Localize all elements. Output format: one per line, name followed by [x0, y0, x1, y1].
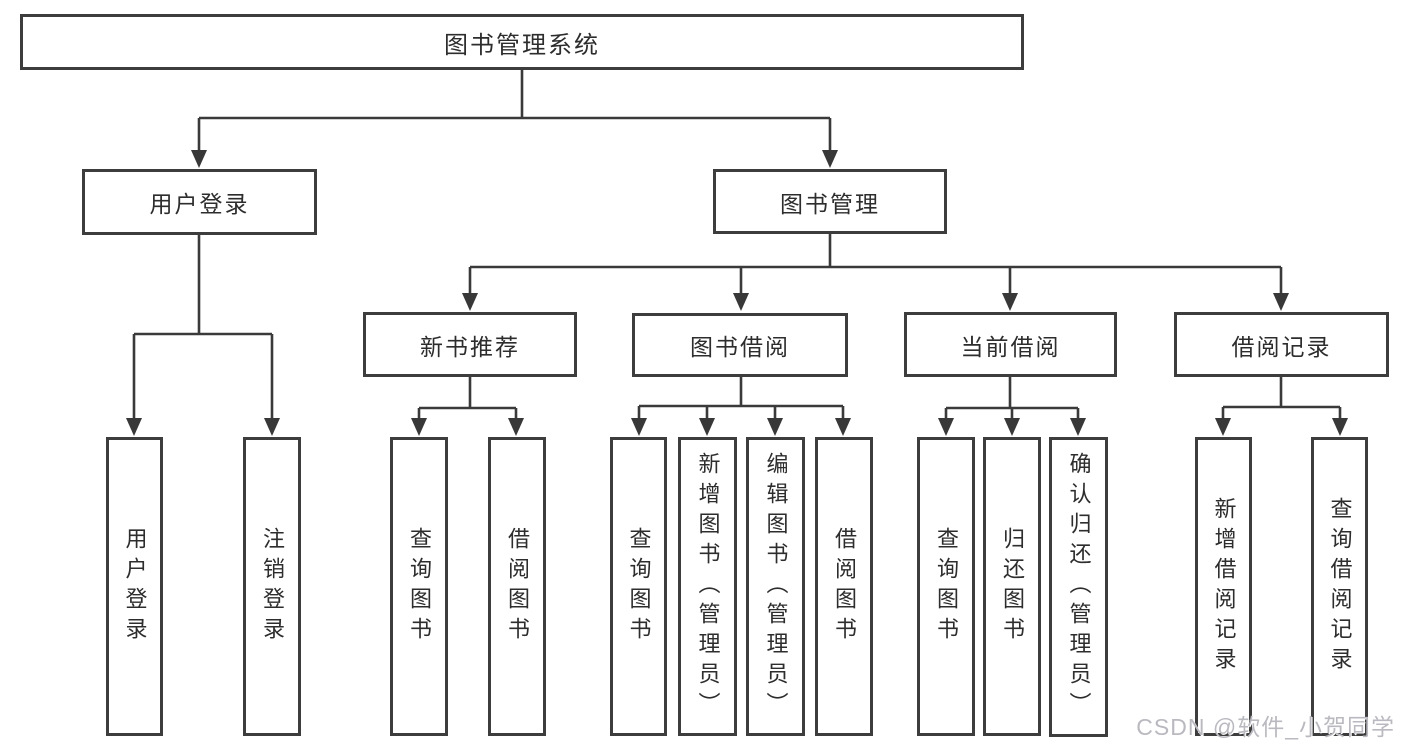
node-book-management: 图书管理	[713, 169, 947, 234]
leaf-label: 借阅图书	[832, 526, 857, 647]
leaf-query-books-1: 查询图书	[390, 437, 448, 736]
leaf-query-borrow-record: 查询借阅记录	[1311, 437, 1368, 736]
leaf-label: 用户登录	[122, 526, 148, 647]
arrowheads	[126, 150, 1348, 436]
leaf-label: 查询借阅记录	[1327, 496, 1353, 677]
leaf-query-books-2: 查询图书	[610, 437, 667, 736]
leaf-confirm-return-admin: 确认归还（管理员）	[1049, 437, 1108, 737]
watermark: CSDN @软件_小贺同学	[1136, 714, 1395, 740]
leaf-label: 查询图书	[934, 526, 959, 647]
leaf-user-login: 用户登录	[106, 437, 163, 736]
leaf-edit-books-admin: 编辑图书（管理员）	[746, 437, 805, 736]
leaf-label: 新增借阅记录	[1211, 496, 1237, 677]
leaf-label: 注销登录	[260, 526, 285, 647]
leaf-label: 查询图书	[407, 526, 432, 647]
node-user-login: 用户登录	[82, 169, 317, 235]
node-current-borrowing: 当前借阅	[904, 312, 1117, 377]
leaf-label: 查询图书	[626, 526, 652, 647]
leaf-label: 编辑图书（管理员）	[763, 451, 789, 722]
leaf-return-books: 归还图书	[983, 437, 1041, 736]
leaf-add-borrow-record: 新增借阅记录	[1195, 437, 1252, 736]
node-new-book-recommendation: 新书推荐	[363, 312, 577, 377]
leaf-borrow-books-2: 借阅图书	[815, 437, 873, 736]
node-borrowing-records: 借阅记录	[1174, 312, 1389, 377]
leaf-label: 归还图书	[1000, 526, 1025, 647]
leaf-borrow-books-1: 借阅图书	[488, 437, 546, 736]
node-book-borrowing: 图书借阅	[632, 313, 848, 377]
node-root: 图书管理系统	[20, 14, 1024, 70]
leaf-label: 借阅图书	[505, 526, 530, 647]
leaf-logout: 注销登录	[243, 437, 301, 736]
leaf-label: 新增图书（管理员）	[695, 451, 721, 722]
leaf-add-books-admin: 新增图书（管理员）	[678, 437, 737, 736]
leaf-query-books-3: 查询图书	[917, 437, 975, 736]
leaf-label: 确认归还（管理员）	[1066, 452, 1092, 722]
